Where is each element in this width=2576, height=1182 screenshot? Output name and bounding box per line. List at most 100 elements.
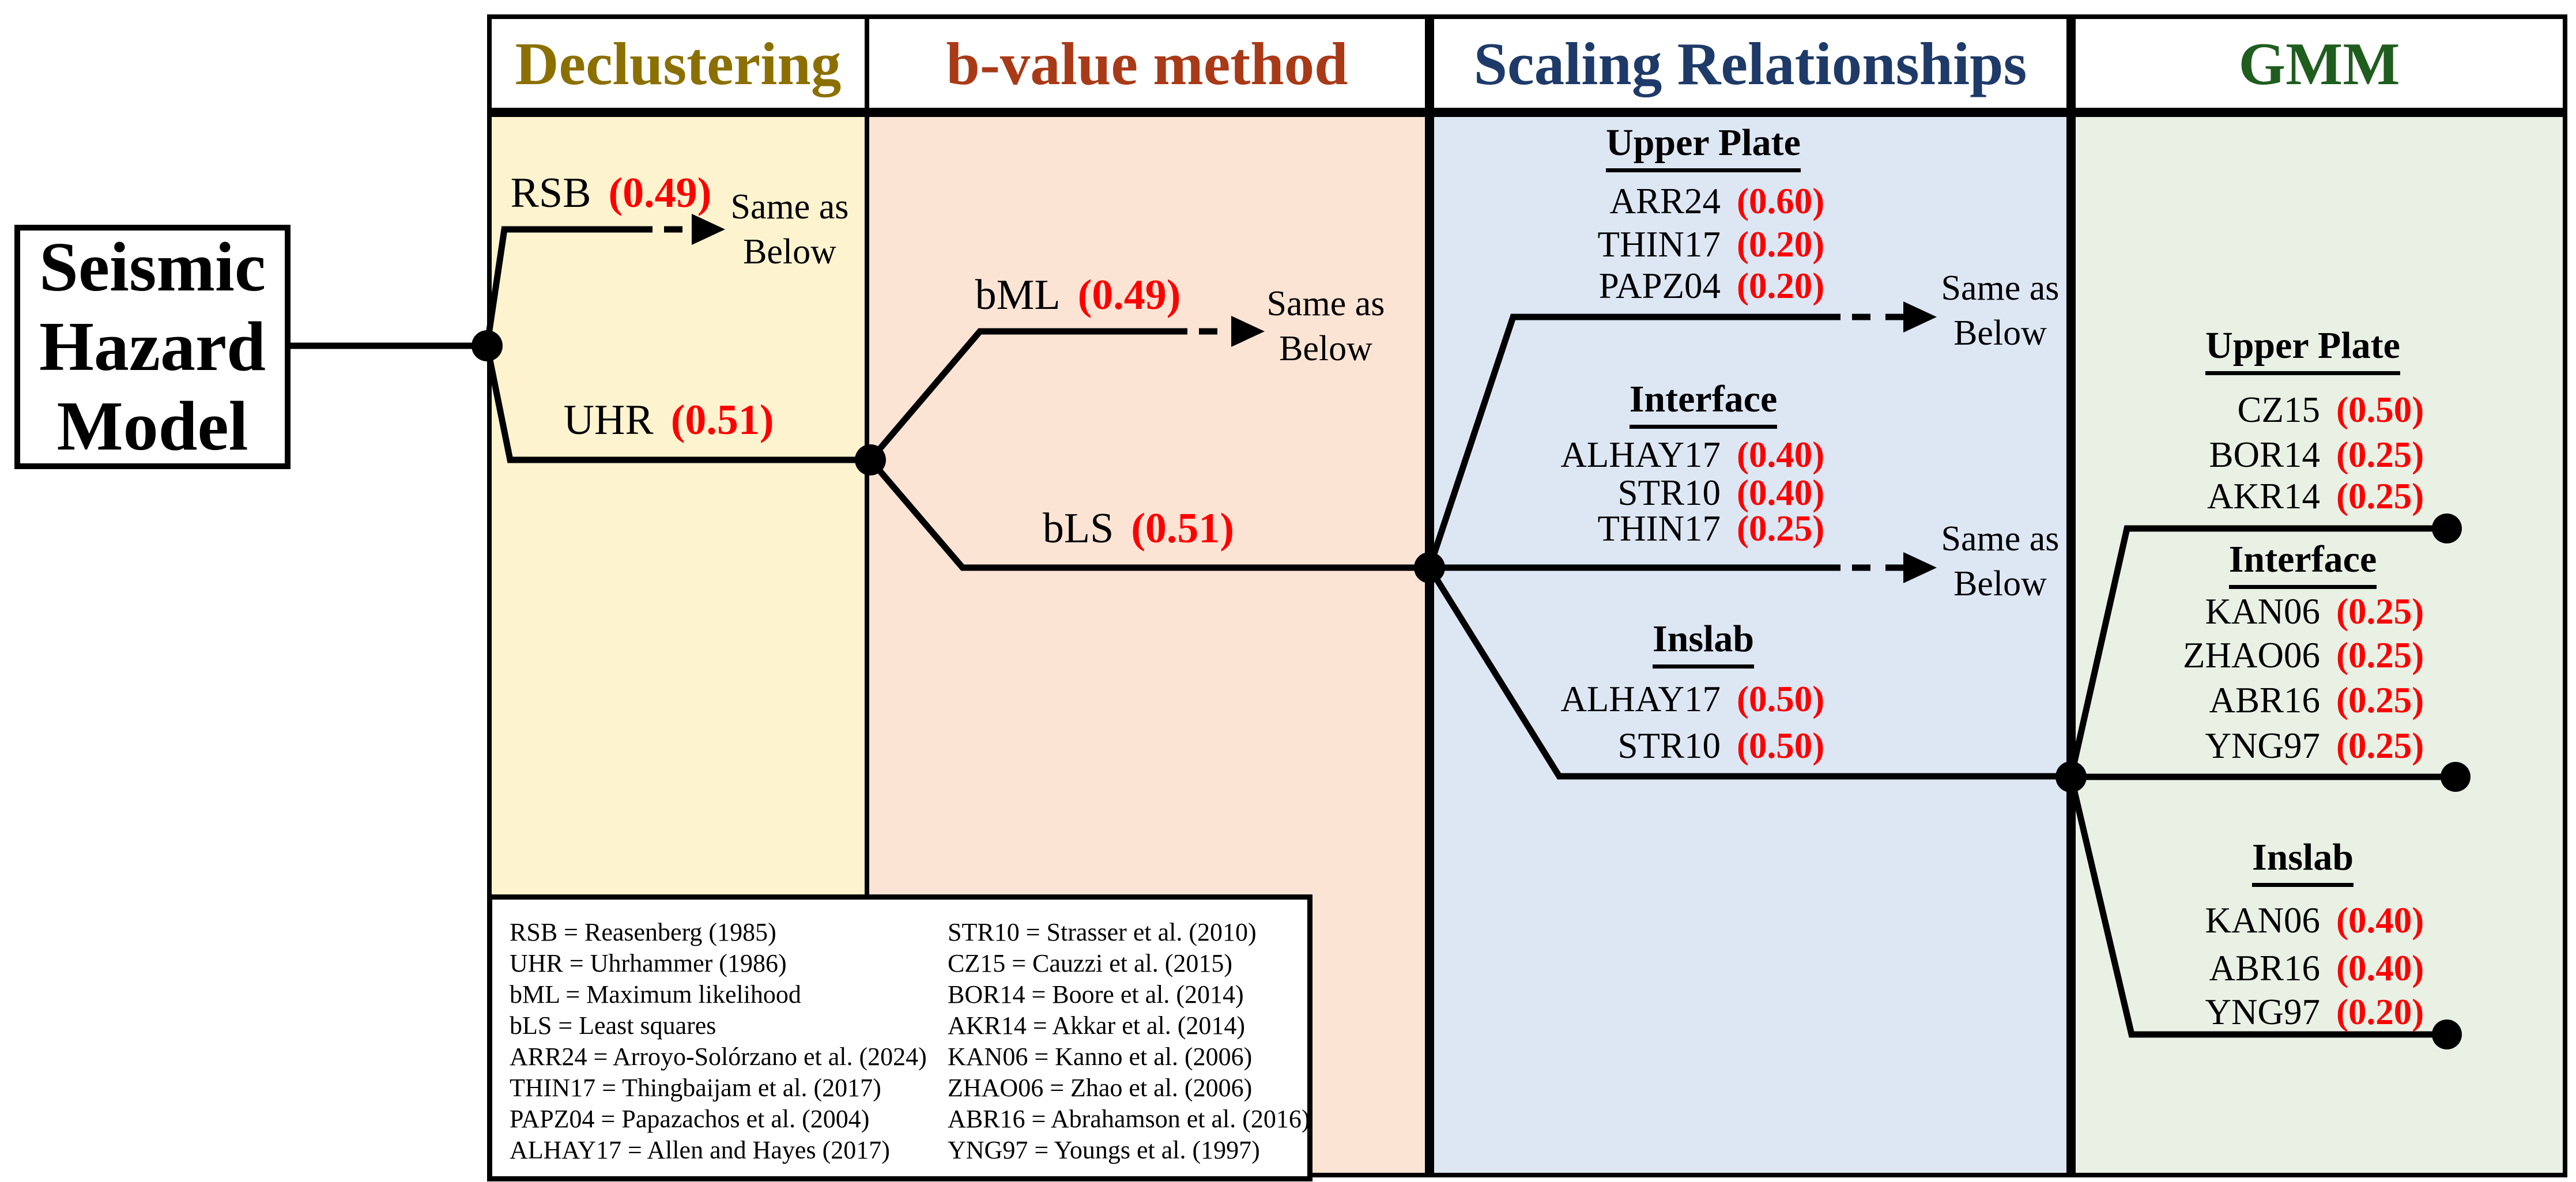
model-row: THIN17 (0.25) [1513, 503, 1894, 554]
model-code: CZ15 [2237, 389, 2320, 430]
legend-entry: AKR14 = Akkar et al. (2014) [948, 1011, 1246, 1040]
abbreviation-legend: RSB = Reasenberg (1985) UHR = Uhrhammer … [487, 894, 1312, 1181]
model-row: STR10 (0.40) [1513, 467, 1894, 518]
model-code: ABR16 [2209, 947, 2320, 988]
model-code: ARR24 [1609, 180, 1721, 221]
model-weight: (0.25) [2336, 475, 2424, 516]
legend-entry: ALHAY17 = Allen and Hayes (2017) [510, 1136, 890, 1164]
branch-code: UHR [563, 396, 654, 444]
model-weight: (0.25) [2336, 635, 2424, 675]
model-row: THIN17 (0.20) [1513, 219, 1894, 270]
column-header-bvalue: b-value method [865, 14, 1430, 112]
legend-entry: STR10 = Strasser et al. (2010) [948, 918, 1257, 946]
bml-arrowhead [1231, 316, 1265, 347]
column-title: GMM [2238, 29, 2400, 97]
model-row: YNG97 (0.20) [2113, 987, 2493, 1037]
model-weight: (0.25) [2336, 679, 2424, 720]
bls-branch-line [868, 458, 1430, 571]
branch-code: RSB [510, 169, 591, 217]
same-as-below-scaling-interface: Same as Below [1941, 519, 2060, 603]
legend-entry: THIN17 = Thingbaijam et al. (2017) [510, 1074, 881, 1102]
legend-entry: BOR14 = Boore et al. (2014) [948, 980, 1244, 1009]
branch-weight: (0.51) [670, 396, 774, 444]
branch-label-bml: bML (0.49) [899, 271, 1257, 323]
model-weight: (0.25) [2336, 591, 2424, 632]
legend-entry: UHR = Uhrhammer (1986) [510, 949, 787, 977]
model-code: THIN17 [1597, 508, 1721, 549]
model-row: KAN06 (0.40) [2113, 895, 2493, 946]
legend-entry: ABR16 = Abrahamson et al. (2016) [948, 1105, 1310, 1133]
branch-code: bML [975, 271, 1061, 319]
model-weight: (0.20) [1737, 265, 1825, 306]
model-weight: (0.20) [1737, 224, 1825, 265]
gmm-upper-end-dot [2432, 513, 2462, 543]
column-header-declustering: Declustering [487, 14, 869, 112]
legend-entry: bML = Maximum likelihood [510, 980, 801, 1009]
model-row: PAPZ04 (0.20) [1513, 260, 1894, 311]
rsb-arrowhead [692, 214, 725, 245]
section-title-gmm-inslab: Inslab [2113, 836, 2493, 891]
uhr-branch-line [484, 345, 870, 463]
model-weight: (0.25) [2336, 434, 2424, 475]
legend-entry: PAPZ04 = Papazachos et al. (2004) [510, 1105, 870, 1133]
legend-entry: bLS = Least squares [510, 1011, 716, 1040]
model-weight: (0.50) [2336, 389, 2424, 430]
model-code: ABR16 [2209, 679, 2320, 720]
scaling-upper-arrowhead [1903, 301, 1937, 333]
branch-label-bls: bLS (0.51) [960, 504, 1317, 556]
gmm-node [2055, 761, 2087, 792]
model-code: ALHAY17 [1560, 434, 1721, 475]
model-weight: (0.25) [1737, 508, 1825, 549]
branch-label-rsb: RSB (0.49) [432, 169, 790, 221]
model-code: KAN06 [2205, 900, 2321, 941]
bls-node [1414, 552, 1445, 583]
branch-label-uhr: UHR (0.51) [490, 396, 847, 448]
model-row: BOR14 (0.25) [2113, 429, 2493, 480]
model-row: ALHAY17 (0.40) [1513, 429, 1894, 480]
model-row: ZHAO06 (0.25) [2113, 630, 2493, 681]
model-weight: (0.50) [1737, 725, 1825, 766]
column-title: Scaling Relationships [1473, 29, 2027, 97]
model-code: BOR14 [2209, 434, 2320, 475]
model-code: YNG97 [2205, 725, 2321, 766]
model-code: ALHAY17 [1560, 678, 1721, 719]
column-header-gmm: GMM [2071, 14, 2567, 112]
band-scaling [1430, 112, 2071, 1177]
model-row: ABR16 (0.25) [2113, 675, 2493, 726]
band-gmm [2071, 112, 2567, 1177]
model-code: ZHAO06 [2183, 635, 2320, 675]
model-row: AKR14 (0.25) [2113, 471, 2493, 522]
legend-entry: RSB = Reasenberg (1985) [510, 918, 776, 946]
bml-branch-line [868, 328, 1187, 462]
scaling-upper-line [1426, 314, 1840, 569]
legend-left-column: RSB = Reasenberg (1985) UHR = Uhrhammer … [510, 917, 927, 1166]
column-header-scaling: Scaling Relationships [1430, 14, 2071, 112]
legend-entry: KAN06 = Kanno et al. (2006) [948, 1043, 1253, 1071]
column-title: Declustering [515, 29, 842, 97]
legend-entry: ARR24 = Arroyo-Solórzano et al. (2024) [510, 1043, 927, 1071]
section-title-scaling-upper-plate: Upper Plate [1513, 121, 1894, 176]
section-title-gmm-upper-plate: Upper Plate [2113, 324, 2493, 379]
model-code: AKR14 [2207, 475, 2320, 516]
model-weight: (0.25) [2336, 725, 2424, 766]
branch-code: bLS [1042, 505, 1114, 552]
model-row: ARR24 (0.60) [1513, 176, 1894, 226]
uhr-node [855, 444, 886, 475]
model-weight: (0.40) [1737, 472, 1825, 513]
model-weight: (0.40) [1737, 434, 1825, 475]
model-code: THIN17 [1597, 224, 1721, 265]
model-weight: (0.40) [2336, 900, 2424, 941]
model-weight: (0.60) [1737, 180, 1825, 221]
model-code: PAPZ04 [1598, 265, 1721, 306]
legend-entry: ZHAO06 = Zhao et al. (2006) [948, 1074, 1253, 1102]
legend-right-column: STR10 = Strasser et al. (2010) CZ15 = Ca… [948, 917, 1310, 1166]
model-row: ABR16 (0.40) [2113, 943, 2493, 994]
same-as-below-scaling-upper: Same as Below [1941, 269, 2060, 353]
scaling-inter-arrowhead [1903, 552, 1937, 583]
branch-weight: (0.49) [608, 169, 712, 217]
column-title: b-value method [946, 29, 1348, 97]
model-code: YNG97 [2205, 991, 2321, 1032]
model-row: YNG97 (0.25) [2113, 720, 2493, 771]
root-title-box: Seismic Hazard Model [14, 225, 291, 469]
